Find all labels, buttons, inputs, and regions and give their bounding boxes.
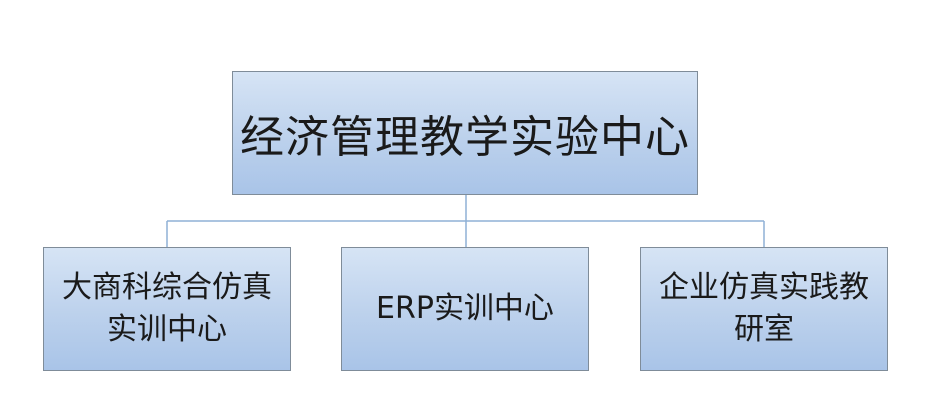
root-node[interactable]: 经济管理教学实验中心 [232, 71, 698, 195]
child-node-1-label: 大商科综合仿真 实训中心 [62, 270, 272, 347]
child-node-1[interactable]: 大商科综合仿真 实训中心 [43, 247, 291, 371]
child-node-3-label: 企业仿真实践教 研室 [659, 270, 869, 347]
child-node-2[interactable]: ERP实训中心 [341, 247, 589, 371]
child-node-3[interactable]: 企业仿真实践教 研室 [640, 247, 888, 371]
child-node-2-label: ERP实训中心 [376, 291, 554, 326]
root-node-label: 经济管理教学实验中心 [240, 112, 690, 163]
